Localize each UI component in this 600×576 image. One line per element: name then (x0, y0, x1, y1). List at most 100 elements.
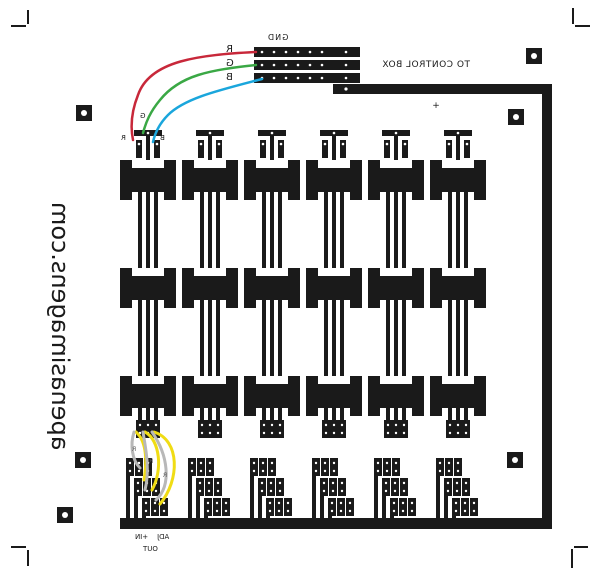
wire-green (141, 63, 258, 135)
pad-hole (154, 423, 158, 427)
pad-hole (224, 509, 228, 513)
pad-hole (262, 431, 266, 435)
led-trace (278, 300, 282, 384)
led-notch-top (194, 160, 226, 168)
regulator-pad (390, 498, 398, 516)
pad-hole (401, 501, 405, 505)
regulator-trace (126, 476, 130, 518)
pad-hole (454, 509, 458, 513)
pad-hole (402, 431, 406, 435)
header-row-1 (254, 47, 360, 57)
pad-hole (199, 461, 203, 465)
led-column-5 (368, 130, 424, 438)
led-column-1 (120, 130, 176, 438)
mounting-holes (57, 48, 542, 523)
pad-hole (402, 489, 406, 493)
led-top-stem (394, 136, 398, 160)
led-notch-top (380, 376, 412, 384)
led-notch-top (132, 160, 164, 168)
pad-hole (216, 423, 220, 427)
pad-hole (268, 501, 272, 505)
pad-hole (286, 509, 290, 513)
regulator-group-5 (374, 458, 416, 518)
header-pin (320, 63, 324, 67)
header-pin (284, 63, 288, 67)
pad-hole (324, 423, 328, 427)
pad-hole (137, 461, 141, 465)
pad-hole (464, 481, 468, 485)
pad-hole (262, 423, 266, 427)
header-pin (308, 63, 312, 67)
wire-r-label: R (226, 44, 233, 55)
pad-hole (208, 461, 212, 465)
pad-hole (332, 431, 336, 435)
led-top-stem (146, 136, 150, 160)
led-bottom-trace (154, 408, 158, 420)
pad-hole (208, 423, 212, 427)
pad-hole (278, 431, 282, 435)
pad-hole (464, 431, 468, 435)
pad-hole (394, 469, 398, 473)
pad-hole (394, 431, 398, 435)
pad-hole (199, 469, 203, 473)
led-column-2 (182, 130, 238, 438)
regulator-pad (337, 498, 345, 516)
regulator-pad (470, 498, 478, 516)
regulator-pad (275, 498, 283, 516)
pad-hole (270, 423, 274, 427)
pad-hole (330, 509, 334, 513)
mounting-hole-drill-3 (513, 114, 519, 120)
led-trace (386, 300, 390, 384)
pad-hole (136, 489, 140, 493)
pad-hole (268, 509, 272, 513)
plus-marker: + (432, 101, 440, 111)
pad-hole (463, 509, 467, 513)
regulator-trace (374, 476, 378, 518)
in-plus-label: +IN (135, 533, 149, 541)
header-pin (344, 76, 348, 80)
header-pin (272, 50, 276, 54)
pad-hole (456, 131, 460, 135)
pad-hole (277, 509, 281, 513)
pad-hole (376, 461, 380, 465)
led-bottom-trace (262, 408, 266, 420)
regulator-pad (321, 458, 329, 476)
resistor-label-1: R (132, 446, 137, 453)
led-top-pad-left (446, 140, 452, 158)
pad-hole (332, 131, 336, 135)
led-trace (208, 192, 212, 276)
pad-hole (332, 461, 336, 465)
pad-hole (207, 489, 211, 493)
pad-hole (410, 509, 414, 513)
pad-hole (339, 509, 343, 513)
led-trace (456, 192, 460, 276)
led-top-pad-left (322, 140, 328, 158)
led-notch-top (442, 160, 474, 168)
header-pin (344, 63, 348, 67)
pad-hole (216, 431, 220, 435)
led-trace (216, 300, 220, 384)
pad-hole (331, 489, 335, 493)
led-trace (464, 300, 468, 384)
pad-hole (286, 501, 290, 505)
header-pin (296, 76, 300, 80)
pad-hole (394, 461, 398, 465)
pad-hole (447, 469, 451, 473)
led-bottom-pad (400, 420, 408, 438)
led-top-pad-right (402, 140, 408, 158)
pad-hole (332, 469, 336, 473)
pad-hole (448, 423, 452, 427)
pad-hole (146, 131, 150, 135)
pad-hole (278, 423, 282, 427)
regulator-pad (462, 478, 470, 496)
regulator-pad (374, 458, 382, 476)
led-trace (394, 300, 398, 384)
pad-hole (208, 131, 212, 135)
pad-hole (392, 501, 396, 505)
led-notch-top (256, 376, 288, 384)
corner-mark-bottom-left (11, 546, 29, 566)
wire-blue (151, 77, 264, 144)
led-top-pad-right (216, 140, 222, 158)
regulator-pad (213, 498, 221, 516)
led-bottom-trace (332, 408, 336, 420)
